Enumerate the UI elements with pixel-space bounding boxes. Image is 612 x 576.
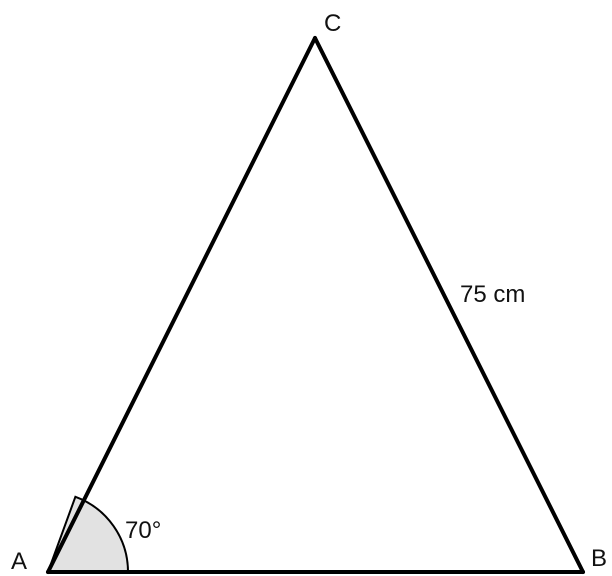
angle-a-label: 70° bbox=[125, 517, 161, 544]
angle-a-arc bbox=[46, 495, 130, 573]
side-bc-length-label: 75 cm bbox=[460, 281, 525, 308]
vertex-label-c: C bbox=[324, 10, 341, 37]
side-ac bbox=[46, 36, 317, 574]
side-bc bbox=[313, 36, 585, 574]
vertex-label-a: A bbox=[11, 548, 27, 575]
vertex-label-b: B bbox=[591, 545, 607, 572]
